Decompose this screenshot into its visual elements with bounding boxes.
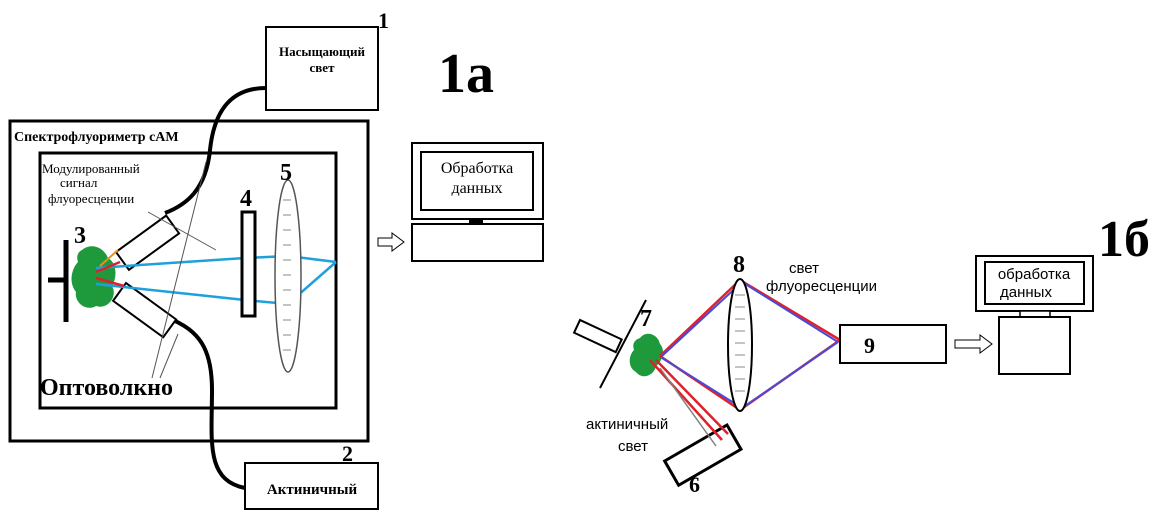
fiber-cable-2	[167, 316, 246, 490]
detector-9	[839, 324, 947, 364]
pointer-line-c	[159, 333, 179, 379]
saturating-light-label-1: Насыщающий	[279, 44, 365, 59]
arrow-to-computer-a	[377, 232, 405, 252]
spectrofluorimeter-outer-box	[8, 119, 370, 443]
fiber-cable-1	[164, 86, 267, 215]
pointer-line-a	[147, 211, 217, 251]
actinic-light-label: Актиничный	[267, 482, 358, 498]
monitor-a-label-1: Обработка	[441, 160, 513, 177]
number-3: 3	[74, 223, 86, 249]
monitor-b-screen	[984, 261, 1085, 305]
arrow-to-computer-b	[954, 334, 993, 354]
actinic-light-label-2: свет	[618, 438, 648, 455]
actinic-beam-2	[95, 276, 125, 288]
number-2: 2	[342, 441, 353, 466]
actinic-light-box	[244, 462, 379, 510]
panel-label-1a: 1а	[438, 43, 494, 105]
computer-a-base	[411, 223, 544, 262]
figure-1a: Насыщающий свет 1 1а Спектрофлуориметр c…	[8, 8, 544, 510]
figure-1b: 7 6 8 свет флуоресценции актиничный свет	[572, 211, 1150, 497]
number-8: 8	[733, 252, 745, 278]
actinic-beam-b2	[655, 359, 729, 435]
lens-5	[274, 179, 302, 373]
modulated-signal-label-3: флуоресценции	[48, 191, 134, 206]
lens-5-hatching	[283, 199, 291, 351]
computer-a: Обработка данных	[411, 142, 544, 262]
fluorescence-light-label-2: флуоресценции	[766, 278, 877, 295]
holder-stick	[572, 318, 624, 354]
monitor-a-neck	[469, 219, 483, 224]
actinic-beam-1	[95, 260, 121, 274]
spectrofluorimeter-title: Спектрофлуориметр cAM	[14, 130, 179, 145]
number-9: 9	[864, 333, 875, 358]
number-1: 1	[378, 8, 389, 33]
fiber-probe-lower	[111, 281, 178, 339]
number-7: 7	[640, 306, 652, 332]
monitor-b-label-1: обработка	[998, 266, 1071, 283]
monitor-b-label-2: данных	[1000, 284, 1052, 301]
lens-8	[727, 278, 753, 412]
saturating-light-label-2: свет	[310, 60, 336, 75]
fluorescence-beam-lower	[95, 261, 337, 306]
optical-fiber-label: Оптоволкно	[40, 375, 173, 401]
modulated-signal-label-1: Модулированный	[42, 161, 140, 176]
number-6: 6	[689, 472, 700, 497]
fluorescence-light-label-1: свет	[789, 260, 819, 277]
modulated-signal-label-2: сигнал	[60, 175, 98, 190]
leaf-plate	[599, 299, 647, 389]
actinic-light-label-1: актиничный	[586, 416, 668, 433]
saturating-light-box	[265, 26, 379, 111]
optical-filter	[240, 210, 257, 318]
computer-b-base	[998, 316, 1071, 375]
computer-b: обработка данных	[975, 255, 1094, 375]
orange-beam	[99, 249, 119, 267]
actinic-beam-b1	[649, 359, 723, 441]
number-5: 5	[280, 160, 292, 186]
actinic-source-6	[662, 422, 744, 488]
monitor-a-label-2: данных	[451, 180, 502, 197]
leaf-sample	[71, 246, 116, 308]
panel-label-1b: 1б	[1098, 211, 1150, 268]
spectrofluorimeter-inner-box	[38, 151, 338, 410]
pointer-line-b	[151, 161, 207, 379]
fiber-probe-upper	[114, 214, 181, 272]
number-4: 4	[240, 186, 252, 212]
monitor-a-screen	[420, 151, 534, 211]
fluorescence-beam-upper	[95, 254, 337, 270]
lens-8-hatching	[735, 294, 745, 392]
actinic-beam-b3	[659, 367, 717, 447]
